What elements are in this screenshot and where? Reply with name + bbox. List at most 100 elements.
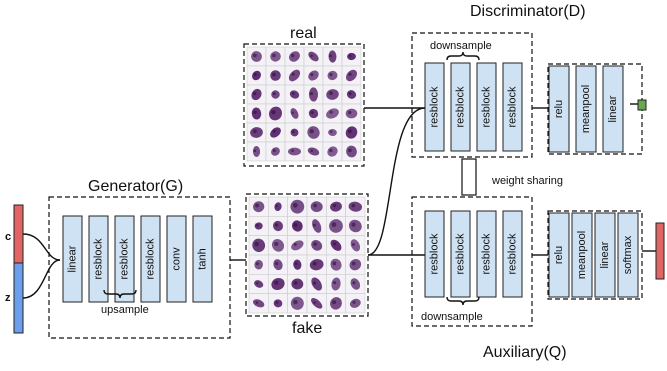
q-head-layer-label: softmax bbox=[622, 235, 634, 274]
real-cell-tile bbox=[341, 122, 362, 143]
generator-layer-box bbox=[140, 215, 161, 303]
fake-cell-tile bbox=[326, 216, 346, 236]
generator-layer-box bbox=[114, 215, 135, 303]
fake-cell-tile bbox=[268, 216, 288, 236]
real-cell-tile bbox=[322, 84, 343, 105]
real-cell-tile bbox=[322, 122, 343, 143]
generator-layer-label: resblock bbox=[119, 238, 131, 279]
real-cell-tile bbox=[341, 65, 362, 86]
fake-cell-tile bbox=[345, 293, 366, 314]
fake-cell-tile bbox=[287, 293, 308, 314]
auxiliary-title: Auxiliary(Q) bbox=[483, 344, 567, 361]
latent-c-bar bbox=[13, 204, 24, 264]
fake-cell-tile bbox=[306, 235, 327, 256]
generator-layer-label: linear bbox=[67, 245, 79, 272]
real-label: real bbox=[290, 25, 317, 42]
generator-frame bbox=[48, 196, 231, 339]
d-resblock-2: resblock bbox=[450, 62, 471, 152]
real-images-frame bbox=[243, 43, 365, 167]
fake-cell-tile bbox=[345, 274, 366, 294]
fake-cell-tile bbox=[248, 216, 269, 236]
fake-cell-tile bbox=[268, 254, 288, 275]
d-resblock-label: resblock bbox=[429, 86, 441, 127]
real-cell-tile bbox=[303, 103, 324, 124]
real-cell-tile bbox=[341, 84, 362, 105]
d-head-layer-box bbox=[575, 65, 597, 153]
latent-z-label: z bbox=[5, 292, 11, 304]
q-resblock-4: resblock bbox=[502, 210, 523, 298]
real-cell-tile bbox=[303, 46, 324, 67]
wire-fake-to-d bbox=[367, 107, 426, 256]
fake-cell-tile bbox=[287, 196, 308, 217]
generator-layer-label: resblock bbox=[93, 238, 105, 279]
real-cell-tile bbox=[284, 84, 305, 105]
real-cell-tile bbox=[284, 46, 305, 67]
discriminator-frame bbox=[411, 32, 533, 158]
fake-cell-tile bbox=[287, 274, 308, 294]
fake-cell-tile bbox=[306, 254, 327, 275]
latent-z-bar bbox=[13, 262, 24, 334]
fake-cell-tile bbox=[287, 235, 308, 256]
d-resblock-label: resblock bbox=[455, 86, 467, 127]
d-resblock-label: resblock bbox=[481, 86, 493, 127]
real-cell-tile bbox=[322, 103, 343, 124]
d-head-layer-3: linear bbox=[602, 65, 624, 153]
upsample-brace bbox=[103, 289, 137, 299]
real-cell-tile bbox=[303, 84, 324, 105]
q-resblock-box bbox=[476, 210, 497, 298]
d-head-layer-2: meanpool bbox=[575, 65, 597, 153]
fake-cell-tile bbox=[287, 254, 308, 275]
d-resblock-box bbox=[476, 62, 497, 152]
real-cell-tile bbox=[341, 103, 362, 124]
wire-c-to-linear bbox=[22, 233, 61, 261]
q-resblock-label: resblock bbox=[455, 233, 467, 274]
d-head-layer-label: meanpool bbox=[580, 85, 592, 133]
d-resblock-3: resblock bbox=[476, 62, 497, 152]
generator-layer-6: tanh bbox=[192, 215, 213, 303]
real-cell-tile bbox=[246, 122, 267, 143]
real-cell-tile bbox=[265, 103, 286, 124]
auxiliary-head-frame bbox=[547, 210, 643, 300]
q-resblock-1: resblock bbox=[424, 210, 445, 298]
q-resblock-box bbox=[424, 210, 445, 298]
q-head-layer-2: meanpool bbox=[571, 212, 593, 298]
d-resblock-4: resblock bbox=[502, 62, 523, 152]
generator-title: Generator(G) bbox=[88, 178, 183, 195]
generator-layer-2: resblock bbox=[88, 215, 109, 303]
d-downsample-brace bbox=[446, 51, 480, 61]
q-resblock-label: resblock bbox=[429, 233, 441, 274]
generator-layer-box bbox=[88, 215, 109, 303]
q-resblock-box bbox=[450, 210, 471, 298]
q-head-layer-box bbox=[571, 212, 593, 298]
real-cell-tile bbox=[265, 84, 286, 105]
real-image-grid bbox=[246, 46, 362, 162]
real-cell-tile bbox=[284, 103, 305, 124]
d-downsample-label: downsample bbox=[430, 40, 492, 52]
q-resblock-3: resblock bbox=[476, 210, 497, 298]
fake-cell-tile bbox=[306, 293, 327, 314]
real-cell-tile bbox=[322, 65, 343, 86]
q-head-layer-box bbox=[594, 212, 616, 298]
real-cell-tile bbox=[265, 65, 286, 86]
discriminator-head-layers: relu meanpool linear bbox=[548, 65, 624, 153]
q-head-layer-label: linear bbox=[599, 241, 611, 268]
real-cell-tile bbox=[246, 103, 267, 124]
real-cell-tile bbox=[265, 46, 286, 67]
real-cell-tile bbox=[265, 122, 286, 143]
real-cell-tile bbox=[284, 141, 305, 162]
real-cell-tile bbox=[284, 122, 305, 143]
fake-cell-tile bbox=[248, 274, 269, 294]
fake-cell-tile bbox=[345, 216, 366, 236]
generator-layer-3: resblock bbox=[114, 215, 135, 303]
q-head-layer-box bbox=[617, 212, 639, 298]
d-head-layer-1: relu bbox=[548, 65, 570, 153]
generator-layer-box bbox=[62, 215, 83, 303]
weight-sharing-connector bbox=[461, 158, 477, 196]
fake-cell-tile bbox=[326, 196, 346, 217]
real-cell-tile bbox=[341, 46, 362, 67]
d-head-layer-label: linear bbox=[607, 95, 619, 122]
fake-cell-tile bbox=[248, 293, 269, 314]
